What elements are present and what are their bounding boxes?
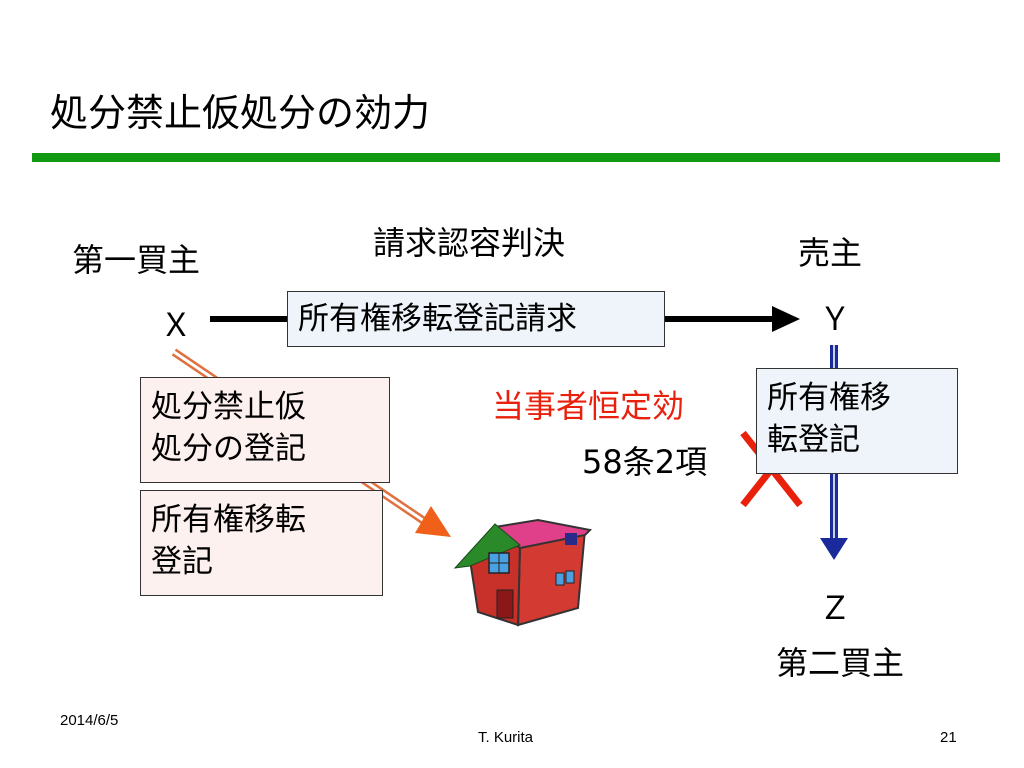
house-icon [453, 518, 593, 627]
second-buyer-name: Ｚ [819, 589, 852, 627]
transfer-box: 所有権移 転登記 [756, 368, 958, 474]
claim-arrow-head [772, 306, 800, 332]
footer-page-number: 21 [940, 729, 957, 746]
seller-role: 売主 [798, 234, 863, 272]
article-label: 58条2項 [582, 443, 708, 481]
first-buyer-role: 第一買主 [72, 241, 201, 279]
slide-title: 処分禁止仮処分の効力 [50, 91, 431, 135]
ownership-box-line-1: 所有権移転 [151, 502, 306, 538]
ownership-box-line-2: 登記 [151, 544, 213, 580]
claim-box: 所有権移転登記請求 [287, 291, 665, 347]
title-divider [32, 153, 1000, 162]
transfer-box-line-2: 転登記 [767, 422, 860, 458]
injunction-box-line-2: 処分の登記 [151, 431, 306, 467]
footer-author: T. Kurita [478, 729, 534, 746]
seller-name: Ｙ [819, 300, 852, 338]
injunction-box: 処分禁止仮 処分の登記 [140, 377, 390, 483]
effect-label: 当事者恒定効 [492, 387, 685, 425]
first-buyer-name: Ｘ [160, 306, 193, 344]
ownership-box: 所有権移転 登記 [140, 490, 383, 596]
footer-date: 2014/6/5 [60, 712, 119, 729]
claim-box-text: 所有権移転登記請求 [298, 301, 577, 337]
transfer-arrow-head [820, 538, 848, 560]
transfer-box-line-1: 所有権移 [767, 380, 891, 416]
injunction-box-line-1: 処分禁止仮 [151, 389, 306, 425]
claim-judgment-label: 請求認容判決 [373, 224, 566, 262]
second-buyer-role: 第二買主 [776, 644, 905, 682]
